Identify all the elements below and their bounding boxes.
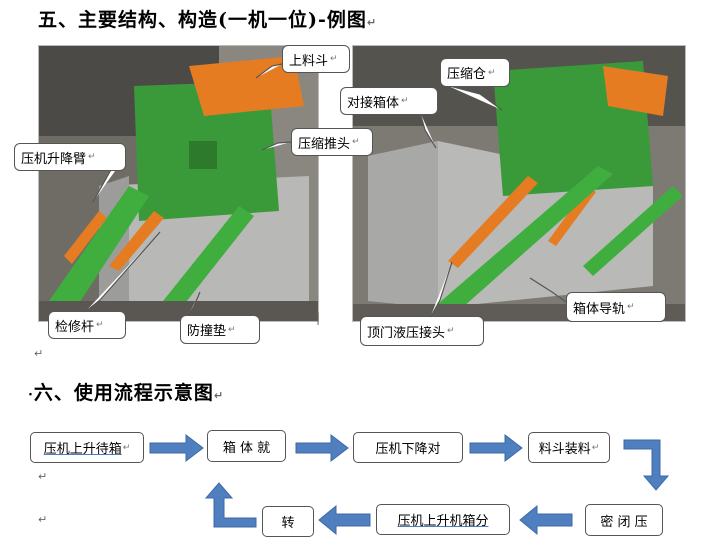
callout-push-head-text: 压缩推头 (298, 136, 351, 152)
paragraph-mark: ↵ (447, 326, 455, 336)
flow-step-2: 箱 体 就 (207, 430, 286, 462)
callout-hopper-text: 上料斗 (289, 53, 329, 69)
callout-hopper: 上料斗↵ (282, 45, 350, 73)
paragraph-mark: ↵ (627, 302, 635, 312)
paragraph-mark: ↵ (228, 324, 236, 335)
callout-service-rod: 检修杆↵ (48, 311, 126, 339)
paragraph-mark: ↵ (38, 470, 48, 483)
flow-step-2-text: 箱 体 就 (222, 440, 271, 456)
paragraph-mark: ↵ (591, 442, 600, 453)
flow-step-4-text: 料斗装料 (538, 442, 591, 457)
flow-step-5-text: 密 闭 压 (600, 514, 648, 530)
paragraph-mark: ↵ (88, 152, 96, 162)
paragraph-mark: ↵ (122, 442, 131, 453)
flow-step-6: 压机上升机箱分 (376, 504, 510, 535)
section5-title-text: 五、主要结构、构造(一机一位)-例图 (38, 9, 367, 31)
paragraph-mark: ↵ (34, 347, 44, 360)
callout-lift-arm: 压机升降臂↵ (14, 143, 126, 171)
callout-lift-arm-text: 压机升降臂 (21, 151, 87, 167)
flow-step-3: 压机下降对 (353, 432, 463, 463)
section6-title: ·六、使用流程示意图↵ (28, 378, 224, 405)
callout-service-rod-text: 检修杆 (55, 319, 95, 335)
callout-push-head: 压缩推头↵ (291, 128, 373, 156)
callout-compression-chamber: 压缩仓↵ (440, 58, 510, 87)
callout-docking-box-text: 对接箱体 (347, 95, 400, 111)
callout-box-rail: 箱体导轨↵ (566, 292, 666, 322)
flow-step-3-text: 压机下降对 (375, 442, 441, 457)
flow-step-1-text: 压机上升待箱 (43, 442, 122, 457)
flow-step-4: 料斗装料↵ (528, 432, 610, 463)
paragraph-mark: ↵ (366, 16, 378, 29)
flow-step-1: 压机上升待箱↵ (30, 432, 144, 463)
arrow-left-icon (318, 504, 371, 536)
paragraph-mark: ↵ (488, 67, 496, 78)
paragraph-mark: ↵ (213, 389, 225, 402)
paragraph-mark: ↵ (330, 54, 338, 64)
arrow-down-turn-icon (623, 439, 670, 491)
paragraph-mark: ↵ (38, 513, 48, 526)
arrow-left-icon (519, 504, 573, 536)
arrow-right-icon (295, 433, 349, 463)
callout-box-rail-text: 箱体导轨 (573, 301, 626, 317)
bullet: · (28, 387, 34, 403)
flow-step-5: 密 闭 压 (585, 504, 663, 536)
paragraph-mark: ↵ (352, 137, 360, 147)
flow-step-7-text: 转 (281, 516, 295, 531)
arrow-right-icon (149, 433, 204, 463)
arrow-right-icon (469, 433, 523, 463)
flow-step-7: 转 (262, 506, 314, 537)
callout-hydraulic-connector-text: 顶门液压接头 (367, 325, 446, 341)
callout-bumper-pad: 防撞垫↵ (180, 315, 260, 344)
section6-title-text: 六、使用流程示意图 (33, 382, 214, 404)
paragraph-mark: ↵ (96, 320, 104, 330)
callout-hydraulic-connector: 顶门液压接头↵ (360, 316, 484, 346)
callout-docking-box: 对接箱体↵ (340, 87, 438, 115)
callout-compression-chamber-text: 压缩仓 (447, 67, 487, 82)
arrow-up-turn-icon (204, 482, 257, 528)
section5-title: 五、主要结构、构造(一机一位)-例图↵ (38, 5, 377, 32)
paragraph-mark: | (316, 311, 321, 325)
paragraph-mark: ↵ (401, 96, 409, 106)
callout-bumper-pad-text: 防撞垫 (187, 324, 227, 339)
flow-step-6-text: 压机上升机箱分 (397, 514, 489, 529)
